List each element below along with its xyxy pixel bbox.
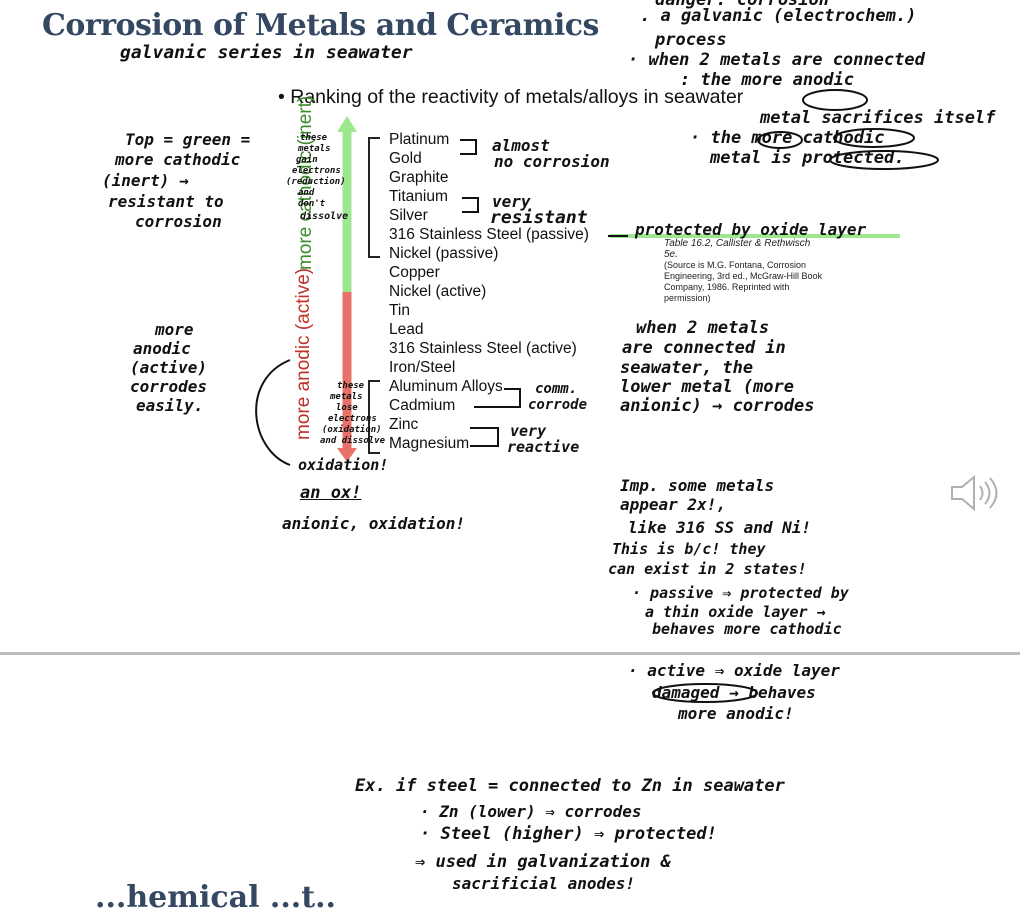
note-line: (inert) →: [102, 171, 189, 190]
note-line: · Steel (higher) ⇒ protected!: [420, 824, 717, 844]
note-corrode: corrode: [528, 397, 588, 413]
note-very: very: [492, 192, 531, 211]
note-protected-oxide: protected by oxide layer: [635, 220, 867, 239]
note-line: seawater, the: [620, 358, 754, 378]
green-arrowhead: [337, 116, 357, 132]
series-item: Copper: [389, 264, 440, 281]
series-item: Nickel (active): [389, 283, 487, 300]
note-line: (active): [130, 358, 208, 377]
note-top-right-8: metal is protected.: [710, 148, 905, 168]
ranking-bullet: • Ranking of the reactivity of metals/al…: [278, 86, 744, 108]
note-line: are connected in: [622, 338, 786, 358]
oxidation-curve: [255, 359, 291, 466]
series-item: Zinc: [389, 416, 419, 433]
note-line: metals: [298, 144, 331, 154]
note-line: more: [155, 320, 194, 339]
note-very-reactive-2: reactive: [507, 438, 580, 456]
note-line: sacrificial anodes!: [452, 874, 636, 893]
series-item: Graphite: [389, 169, 449, 186]
series-item: 316 Stainless Steel (active): [389, 340, 577, 357]
note-oxidation: oxidation!: [298, 456, 389, 474]
series-item: Gold: [389, 150, 422, 167]
note-line: damaged → behaves: [652, 683, 816, 702]
note-line: can exist in 2 states!: [608, 560, 807, 578]
note-line: (oxidation): [322, 425, 382, 435]
note-line: Ex. if steel = connected to Zn in seawat…: [355, 776, 785, 796]
note-line: anionic) → corrodes: [620, 396, 815, 416]
note-line: a thin oxide layer →: [645, 603, 826, 621]
note-top-right-3: process: [655, 30, 727, 50]
note-top-right-6: metal sacrifices itself: [760, 108, 996, 128]
next-slide-title-partial: ...hemical ...t..: [95, 880, 336, 915]
note-line: appear 2x!,: [620, 495, 726, 514]
note-line: easily.: [136, 396, 204, 415]
citation-line1: Table 16.2, Callister & Rethwisch 5e.: [664, 238, 811, 260]
note-line: and: [298, 188, 315, 198]
note-line: Imp. some metals: [620, 476, 775, 495]
series-item: Silver: [389, 207, 428, 224]
note-line: electrons: [328, 414, 377, 424]
speaker-icon[interactable]: [950, 474, 1000, 517]
note-no-corrosion: no corrosion: [494, 152, 610, 171]
note-top-right-4: · when 2 metals are connected: [628, 50, 925, 70]
note-subtitle: galvanic series in seawater: [120, 42, 413, 63]
note-comm: comm.: [535, 381, 578, 397]
citation-line2: (Source is M.G. Fontana, Corrosion Engin…: [664, 260, 823, 303]
series-item: Iron/Steel: [389, 359, 456, 376]
note-line: (reduction): [286, 177, 346, 187]
note-an-ox: an ox!: [300, 483, 362, 503]
series-item: Platinum: [389, 131, 450, 148]
note-line: dissolve: [300, 211, 349, 222]
note-line: Top = green =: [125, 130, 251, 149]
note-line: · Zn (lower) ⇒ corrodes: [420, 802, 642, 821]
series-item: Aluminum Alloys: [389, 378, 503, 395]
note-line: lose: [336, 403, 358, 413]
series-item: Lead: [389, 321, 424, 338]
note-line: anodic: [133, 339, 191, 358]
note-resistant: resistant: [490, 207, 588, 228]
note-line: lower metal (more: [620, 377, 794, 397]
cathodic-bracket: [368, 137, 380, 258]
note-top-right-7: · the more cathodic: [690, 128, 885, 148]
note-line: · passive ⇒ protected by: [632, 584, 849, 602]
note-line: don't: [298, 199, 326, 209]
note-line: gain: [296, 155, 318, 165]
note-line: these: [337, 381, 365, 391]
note-line: more cathodic: [115, 150, 241, 169]
note-top-right-5: : the more anodic: [680, 70, 854, 90]
note-line: more anodic!: [678, 704, 794, 723]
note-almost: almost: [492, 136, 550, 155]
note-anionic: anionic, oxidation!: [282, 514, 466, 533]
series-item: 316 Stainless Steel (passive): [389, 226, 589, 243]
galvanic-series: Platinum Gold Graphite Titanium Silver 3…: [389, 130, 589, 453]
note-line: electrons: [292, 166, 341, 176]
series-item: Magnesium: [389, 435, 470, 452]
note-top-right-1: danger: corrosion: [655, 0, 829, 10]
note-line: corrosion: [135, 212, 222, 231]
note-line: corrodes: [130, 377, 208, 396]
series-item: Titanium: [389, 188, 448, 205]
series-item: Nickel (passive): [389, 245, 499, 262]
slide-title: Corrosion of Metals and Ceramics: [42, 8, 599, 43]
label-more-anodic: more anodic (active): [293, 267, 314, 440]
note-line: behaves more cathodic: [652, 620, 842, 638]
note-line: like 316 SS and Ni!: [628, 518, 812, 537]
series-item: Tin: [389, 302, 410, 319]
note-line: these: [300, 133, 328, 143]
series-item: Cadmium: [389, 397, 456, 414]
page-divider: [0, 652, 1020, 655]
note-line: when 2 metals: [636, 318, 770, 338]
note-top-right-2: . a galvanic (electrochem.): [640, 6, 917, 26]
table-citation: Table 16.2, Callister & Rethwisch 5e. (S…: [664, 238, 824, 304]
circle-metal: [802, 89, 868, 111]
note-very-reactive-1: very: [510, 422, 547, 440]
note-line: and dissolve: [320, 436, 386, 446]
note-line: This is b/c! they: [612, 540, 766, 558]
note-line: ⇒ used in galvanization &: [415, 852, 671, 872]
note-line: metals: [330, 392, 363, 402]
note-line: resistant to: [108, 192, 224, 211]
note-line: · active ⇒ oxide layer: [628, 661, 840, 680]
anodic-bracket: [368, 380, 380, 454]
